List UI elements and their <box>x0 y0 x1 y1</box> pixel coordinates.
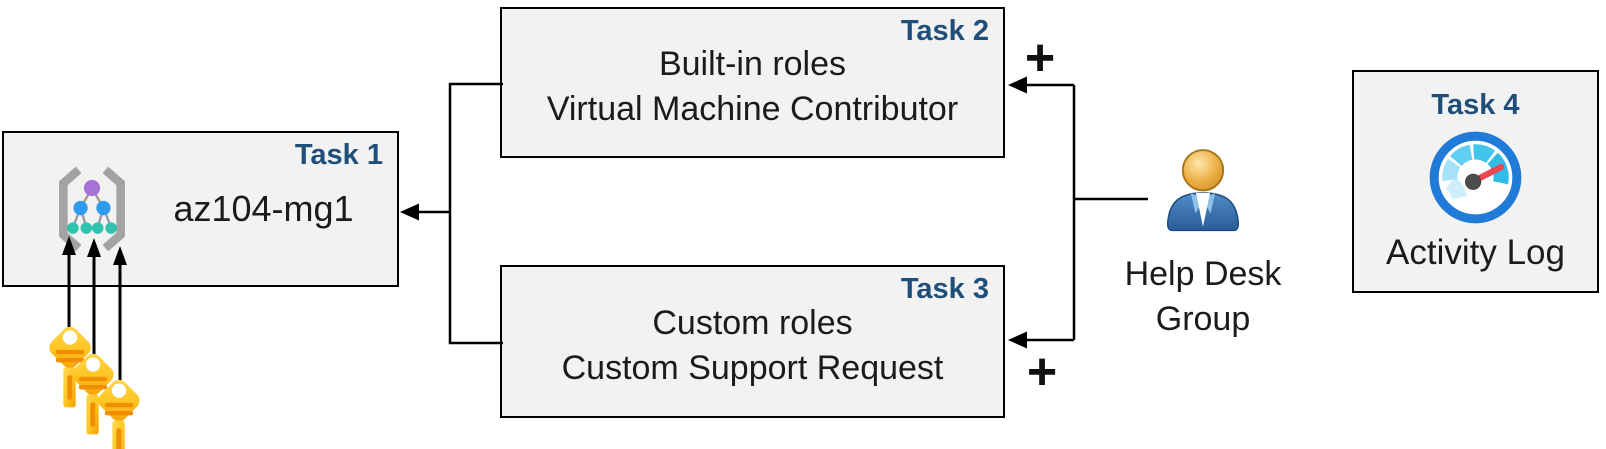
key-icon-3 <box>81 371 157 449</box>
task2-label: Task 2 <box>900 15 989 47</box>
help-desk-line2: Group <box>1155 300 1251 338</box>
plus-sign-top: + <box>1024 29 1056 87</box>
task4-box: Task 4 Activity Log <box>1352 70 1599 293</box>
task3-label: Task 3 <box>900 273 989 305</box>
task3-line1: Custom roles <box>652 303 853 342</box>
task3-line2: Custom Support Request <box>561 348 944 387</box>
task2-text: Built-in roles Virtual Machine Contribut… <box>502 9 1003 156</box>
task2-line1: Built-in roles <box>658 44 847 83</box>
task4-label: Task 4 <box>1431 89 1520 121</box>
help-desk-group: Help Desk Group <box>1103 142 1303 342</box>
user-icon <box>1166 149 1240 232</box>
task4-caption: Activity Log <box>1386 233 1565 272</box>
task1-box: Task 1 az104-mg1 <box>2 131 399 287</box>
help-desk-line1: Help Desk <box>1124 255 1282 293</box>
task2-box: Task 2 Built-in roles Virtual Machine Co… <box>500 7 1005 158</box>
task3-box: Task 3 Custom roles Custom Support Reque… <box>500 265 1005 418</box>
help-desk-group-label: Help Desk Group <box>1125 252 1282 342</box>
task3-text: Custom roles Custom Support Request <box>502 267 1003 416</box>
plus-sign-bottom: + <box>1026 343 1058 401</box>
activity-log-gauge-icon <box>1429 131 1522 224</box>
management-group-icon <box>59 166 125 252</box>
management-group-name: az104-mg1 <box>173 188 354 229</box>
task2-line2: Virtual Machine Contributor <box>546 89 959 128</box>
task1-label: Task 1 <box>294 139 383 171</box>
